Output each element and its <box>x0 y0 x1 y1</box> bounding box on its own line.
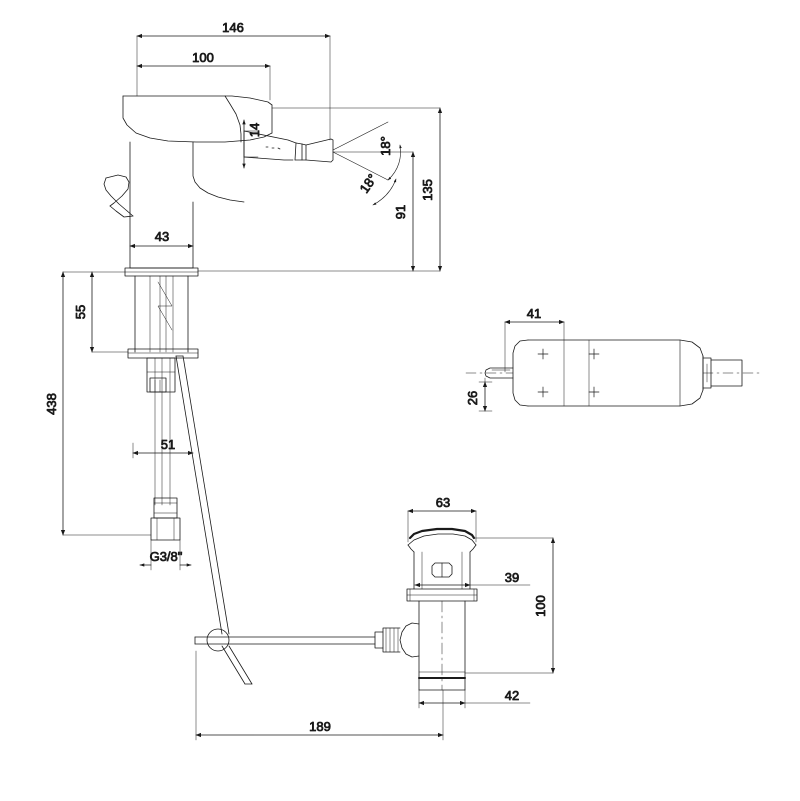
dimension-63: 63 <box>407 495 477 543</box>
faucet-front-elevation <box>103 95 334 685</box>
dimension-angle-18-lower-label: 18° <box>357 171 381 196</box>
dimension-100: 100 <box>136 50 271 101</box>
dimension-43-label: 43 <box>155 229 169 244</box>
faucet-handle-lever <box>103 174 134 218</box>
dimension-146-label: 146 <box>222 20 244 35</box>
dimension-41: 41 <box>504 306 565 407</box>
faucet-shank <box>134 275 189 353</box>
waste-plug-body <box>413 551 471 590</box>
dimension-42: 42 <box>418 688 531 709</box>
dimension-14-label: 14 <box>247 123 262 137</box>
dimension-100-waste-label: 100 <box>533 595 548 617</box>
hose-connector-g38 <box>150 497 181 541</box>
dimension-135: 135 <box>197 107 443 272</box>
dimension-189: 189 <box>195 650 444 741</box>
dimension-39: 39 <box>414 570 531 588</box>
dimension-42-label: 42 <box>505 688 519 703</box>
dimension-g38-label: G3/8" <box>150 549 183 564</box>
dimension-135-label: 135 <box>420 179 435 201</box>
dimension-146: 146 <box>136 20 331 141</box>
pop-up-waste-detail <box>194 527 478 691</box>
dimension-g38: G3/8" <box>139 539 192 571</box>
dimension-26: 26 <box>465 377 493 412</box>
waste-barrel <box>418 600 466 691</box>
waste-pull-rod <box>194 628 376 652</box>
faucet-lock-nut-plate <box>127 348 199 359</box>
dimension-angle-18-upper: 18° <box>332 121 402 181</box>
dimension-angle-18-lower: 18° <box>332 151 397 206</box>
dimension-100-waste: 100 <box>464 537 556 674</box>
faucet-lever-cap <box>122 95 273 143</box>
mounting-crosshairs <box>537 348 600 398</box>
dimension-55: 55 <box>73 271 129 353</box>
dimension-26-label: 26 <box>465 391 480 405</box>
pop-up-lift-rod <box>175 355 253 685</box>
waste-plug-cap <box>407 527 477 553</box>
dimension-438: 438 <box>44 271 152 536</box>
dimension-55-label: 55 <box>73 305 88 319</box>
dimension-100-label: 100 <box>192 50 214 65</box>
faucet-base-plate <box>124 267 199 277</box>
dimension-51: 51 <box>132 437 194 459</box>
dimension-91-label: 91 <box>393 205 408 219</box>
flexible-hose <box>154 357 171 506</box>
faucet-fixing-nut <box>146 357 176 393</box>
dimension-189-label: 189 <box>309 719 331 734</box>
dimension-41-label: 41 <box>527 306 541 321</box>
dimension-angle-18-upper-label: 18° <box>378 136 393 156</box>
handle-top-view <box>465 339 761 407</box>
dimension-91: 91 <box>332 151 416 272</box>
waste-flange <box>406 588 478 602</box>
dimension-51-label: 51 <box>161 437 175 452</box>
dimension-63-label: 63 <box>436 495 450 510</box>
dimension-438-label: 438 <box>44 393 59 415</box>
dimension-39-label: 39 <box>505 570 519 585</box>
dimension-43: 43 <box>129 229 194 249</box>
dimension-14: 14 <box>242 119 262 169</box>
waste-ball-joint-housing <box>374 622 420 658</box>
faucet-body <box>129 141 245 269</box>
